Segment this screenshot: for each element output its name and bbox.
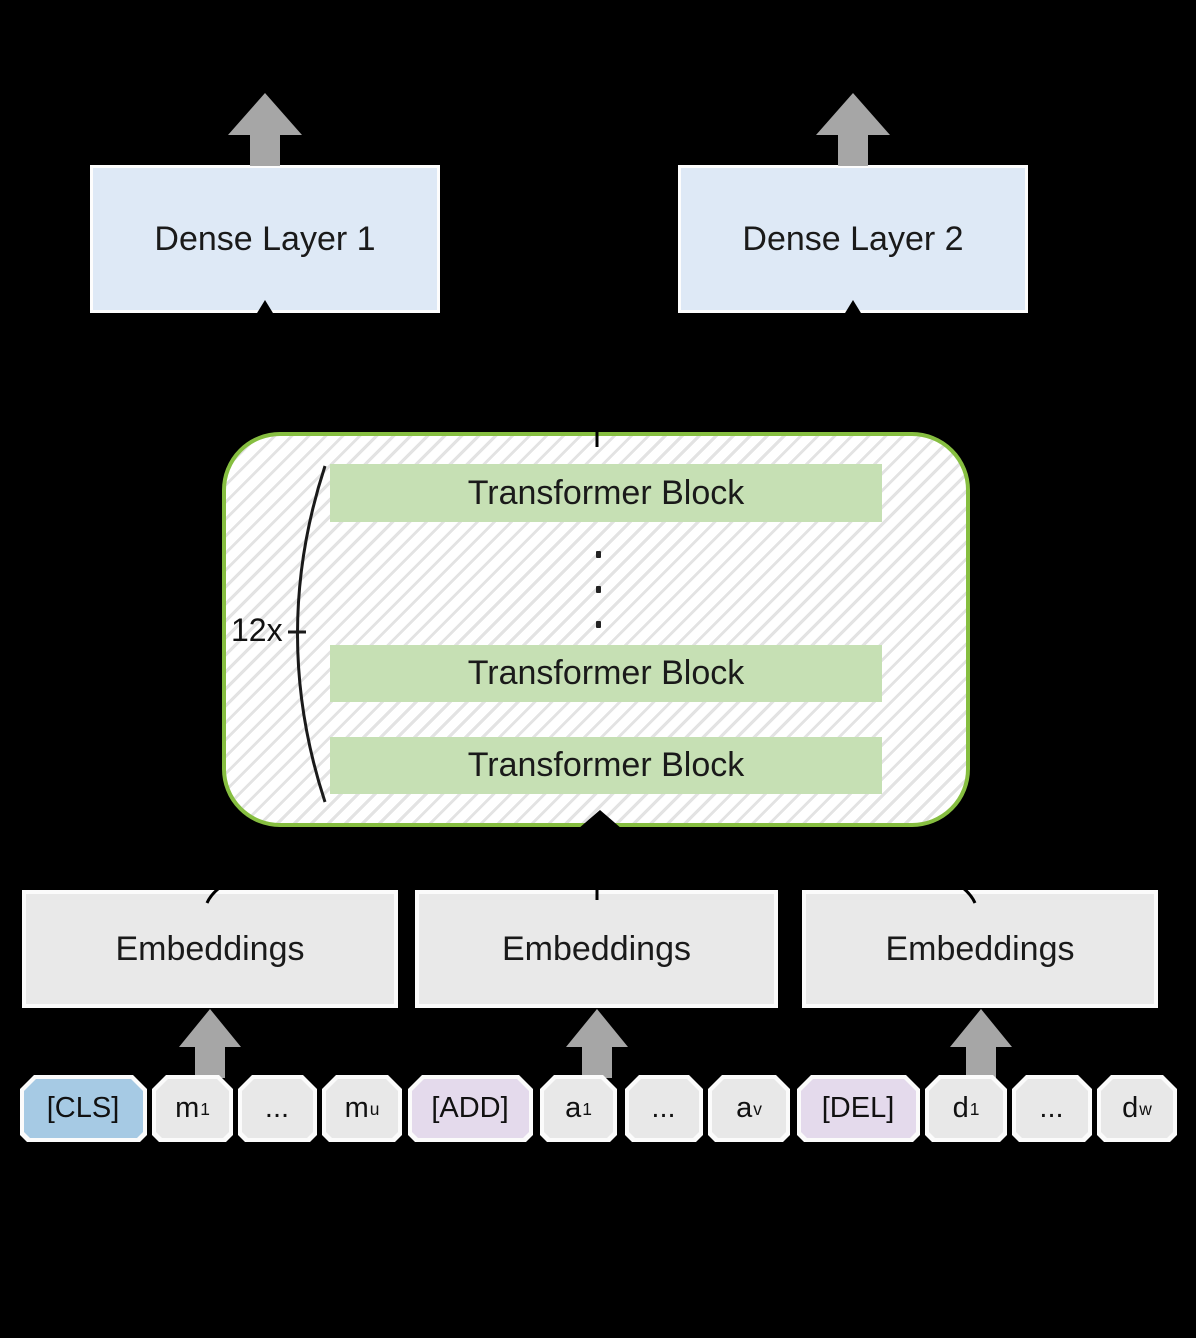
token-ellipsis-d: ... <box>1012 1075 1092 1142</box>
embeddings-1-label: Embeddings <box>115 929 305 968</box>
dense-layer-2-box: Dense Layer 2 <box>678 165 1028 313</box>
token-av-label: a <box>736 1092 753 1124</box>
transformer-block-1: Transformer Block <box>330 464 882 522</box>
token-dw-label: d <box>1122 1092 1139 1124</box>
token-add: [ADD] <box>408 1075 533 1142</box>
dense-layer-1-label: Dense Layer 1 <box>154 219 376 258</box>
tokens-up-arrow-1 <box>179 1009 241 1078</box>
transformer-block-2: Transformer Block <box>330 645 882 702</box>
token-ellipsis-a-label: ... <box>651 1092 676 1124</box>
token-del: [DEL] <box>797 1075 920 1142</box>
output-up-arrow-1 <box>228 93 302 166</box>
token-ellipsis-m-label: ... <box>264 1092 290 1124</box>
transformer-block-1-label: Transformer Block <box>467 473 745 512</box>
tokens-up-arrow-3 <box>950 1009 1012 1078</box>
token-ellipsis-a: ... <box>625 1075 703 1142</box>
token-m1-label: m <box>175 1092 200 1124</box>
ellipsis-dot <box>596 551 601 558</box>
token-d1-label: d <box>952 1092 969 1124</box>
embeddings-box-2: Embeddings <box>415 890 778 1008</box>
ellipsis-dot <box>596 586 601 593</box>
token-a1-label: a <box>565 1092 582 1124</box>
ellipsis-dot <box>596 621 601 628</box>
token-del-label: [DEL] <box>821 1092 895 1124</box>
tokens-up-arrow-2 <box>566 1009 628 1078</box>
dense-layer-1-box: Dense Layer 1 <box>90 165 440 313</box>
embeddings-box-3: Embeddings <box>802 890 1158 1008</box>
embeddings-2-label: Embeddings <box>501 929 691 968</box>
token-add-label: [ADD] <box>431 1092 509 1124</box>
token-ellipsis-d-label: ... <box>1039 1092 1064 1124</box>
embeddings-3-label: Embeddings <box>885 929 1075 968</box>
transformer-block-2-label: Transformer Block <box>467 654 745 692</box>
dense-layer-2-label: Dense Layer 2 <box>742 219 964 258</box>
transformer-block-3-label: Transformer Block <box>467 746 745 784</box>
token-cls: [CLS] <box>20 1075 147 1142</box>
embeddings-box-1: Embeddings <box>22 890 398 1008</box>
token-ellipsis-m: ... <box>238 1075 317 1142</box>
connector-transformer-to-dense1 <box>263 312 599 447</box>
repeat-count-label: 12x <box>231 612 283 648</box>
connector-transformer-to-dense2 <box>595 312 855 447</box>
output-up-arrow-2 <box>816 93 890 166</box>
token-mu-label: m <box>344 1092 369 1124</box>
transformer-block-3: Transformer Block <box>330 737 882 794</box>
token-cls-label: [CLS] <box>46 1092 120 1124</box>
